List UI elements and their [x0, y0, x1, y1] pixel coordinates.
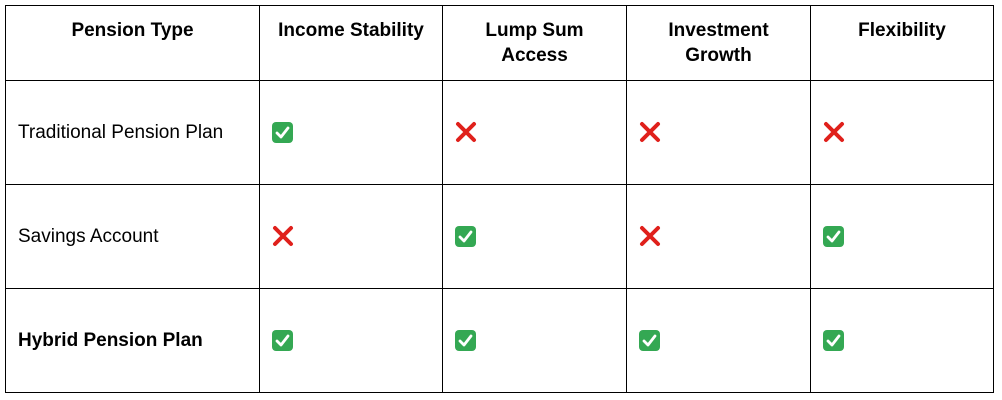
cell-flexibility — [810, 288, 994, 393]
table-row: Hybrid Pension Plan — [5, 288, 994, 393]
check-mark-icon — [272, 329, 293, 351]
check-mark-icon — [639, 329, 660, 351]
cell-flexibility — [810, 80, 994, 185]
comparison-table-container: Pension Type Income Stability Lump Sum A… — [5, 5, 994, 393]
table-row: Savings Account — [5, 184, 994, 289]
cell-income-stability — [259, 184, 443, 289]
row-label: Traditional Pension Plan — [5, 80, 260, 185]
cross-mark-icon — [639, 121, 661, 143]
pension-comparison-table: Pension Type Income Stability Lump Sum A… — [5, 5, 994, 393]
check-mark-icon — [823, 329, 844, 351]
cell-lump-sum-access — [442, 184, 627, 289]
table-row: Traditional Pension Plan — [5, 80, 994, 185]
cell-lump-sum-access — [442, 288, 627, 393]
header-row: Pension Type Income Stability Lump Sum A… — [5, 5, 994, 81]
cell-investment-growth — [626, 288, 811, 393]
cross-mark-icon — [639, 225, 661, 247]
header-flexibility: Flexibility — [810, 5, 994, 81]
cell-investment-growth — [626, 80, 811, 185]
check-mark-icon — [823, 225, 844, 247]
header-pension-type: Pension Type — [5, 5, 260, 81]
row-label: Savings Account — [5, 184, 260, 289]
cell-flexibility — [810, 184, 994, 289]
cell-income-stability — [259, 80, 443, 185]
header-investment-growth: Investment Growth — [626, 5, 811, 81]
cross-mark-icon — [823, 121, 845, 143]
header-lump-sum-access: Lump Sum Access — [442, 5, 627, 81]
check-mark-icon — [455, 329, 476, 351]
cell-investment-growth — [626, 184, 811, 289]
cross-mark-icon — [272, 225, 294, 247]
cell-lump-sum-access — [442, 80, 627, 185]
header-income-stability: Income Stability — [259, 5, 443, 81]
cross-mark-icon — [455, 121, 477, 143]
check-mark-icon — [455, 225, 476, 247]
row-label: Hybrid Pension Plan — [5, 288, 260, 393]
check-mark-icon — [272, 121, 293, 143]
cell-income-stability — [259, 288, 443, 393]
